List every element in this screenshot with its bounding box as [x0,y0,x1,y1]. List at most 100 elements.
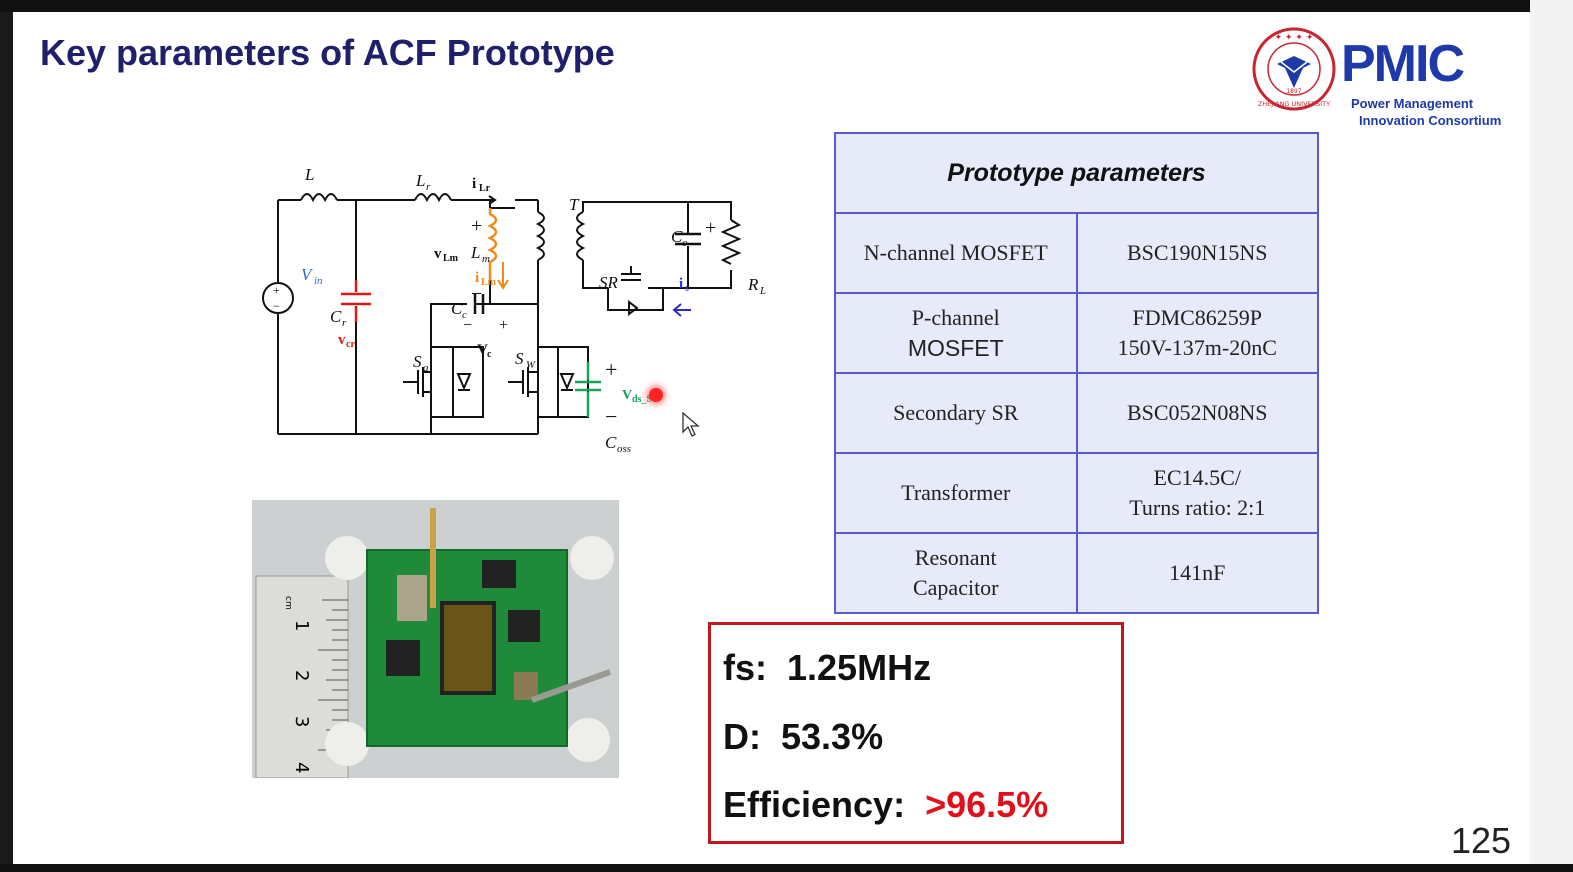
label-iLm: i [475,270,479,286]
label-Vc: V [477,342,488,358]
top-border [0,0,1573,12]
label-vlm-plus: + [471,215,482,237]
label-Cr: C [330,307,342,326]
table-row: Resonant Capacitor 141nF [834,532,1319,614]
spec-fs: fs: 1.25MHz [723,647,931,689]
label-Vc-sub: c [487,349,492,360]
label-Sa-sub: a [423,362,429,374]
vin-plus: + [273,283,280,297]
spec-eff-label: Efficiency: [723,784,906,825]
param-name: N-channel MOSFET [834,212,1078,294]
label-vcr: v [338,332,346,348]
table-header: Prototype parameters [834,132,1319,214]
spec-fs-label: fs: [723,647,767,688]
spec-eff-value: >96.5% [925,784,1049,825]
pcb-photo-image: 1 2 3 4 cm [252,500,619,778]
slide: Key parameters of ACF Prototype 1897 ZHE… [13,12,1530,864]
label-is-sub: s [685,283,689,294]
label-Vds-sub: ds_Sw [632,394,660,405]
param-value: EC14.5C/ Turns ratio: 2:1 [1075,452,1319,534]
spec-d-label: D: [723,716,761,757]
param-name: Secondary SR [834,372,1078,454]
param-name-line1: Resonant [914,545,997,570]
param-value-line2: 150V-137m-20nC [1117,335,1277,360]
label-RL-sub: L [759,285,766,297]
label-Cr-sub: r [342,317,347,329]
label-vlm-minus: − [471,283,482,305]
label-Sw: S [515,349,524,368]
label-Co: C [671,227,683,246]
param-name: Resonant Capacitor [834,532,1078,614]
label-Cc: C [451,299,463,318]
label-vcr-sub: cr [346,339,355,350]
pmic-wordmark: PMIC [1341,35,1465,93]
param-name: P-channel MOSFET [834,292,1078,374]
label-Lm-sub: m [482,253,490,265]
label-vds-minus: − [605,404,617,429]
label-Lr-sub: r [426,181,431,193]
ruler-mark-2: 2 [291,670,312,681]
param-value-line1: FDMC86259P [1132,305,1263,330]
label-vds-plus: + [605,357,617,382]
spec-efficiency: Efficiency: >96.5% [723,784,1048,826]
param-value-line1: EC14.5C/ [1153,465,1241,490]
label-Coss-sub: oss [617,443,631,455]
label-vc-minus: − [463,317,472,334]
label-iLm-sub: Lm [481,277,497,288]
param-name-line2: MOSFET [907,335,1004,361]
seal-year: 1897 [1286,88,1301,95]
param-value: 141nF [1075,532,1319,614]
param-name: Transformer [834,452,1078,534]
right-margin [1530,0,1573,872]
label-is: i [679,276,683,292]
ruler-unit: cm [283,596,293,610]
label-RL: R [747,275,759,294]
param-value-line2: Turns ratio: 2:1 [1129,495,1266,520]
prototype-photo: 1 2 3 4 cm [252,500,619,778]
label-Cc-sub: c [462,309,467,321]
param-name-line2: Capacitor [912,575,999,600]
logo-line1: Power Management [1351,96,1474,111]
table-row: Secondary SR BSC052N08NS [834,372,1319,454]
param-value: FDMC86259P 150V-137m-20nC [1075,292,1319,374]
param-value: BSC052N08NS [1075,372,1319,454]
university-seal-icon: 1897 ZHEJIANG UNIVERSITY ✦ ✦ ✦ ✦ [1252,27,1336,111]
table-row: Transformer EC14.5C/ Turns ratio: 2:1 [834,452,1319,534]
laser-pointer [649,388,663,402]
label-Co-sub: o [682,237,688,249]
label-vc-plus: + [499,317,508,334]
mouse-cursor-icon [682,412,700,437]
ruler-mark-1: 1 [291,620,312,631]
label-Sa: S [413,352,422,371]
key-specs-box: fs: 1.25MHz D: 53.3% Efficiency: >96.5% [708,622,1124,844]
label-Lr: L [415,171,425,190]
logo-line2: Innovation Consortium [1359,113,1502,128]
param-name-line1: P-channel [911,305,1000,330]
ruler-mark-3: 3 [291,716,312,727]
vin-minus: − [273,299,280,313]
slide-title: Key parameters of ACF Prototype [40,32,615,73]
label-co-plus: + [705,217,716,239]
spec-fs-value: 1.25MHz [787,647,932,688]
label-vLm-sub: Lm [443,253,459,264]
prototype-parameters-table: Prototype parameters N-channel MOSFET BS… [834,132,1319,614]
page-number: 125 [1451,820,1512,861]
label-Coss: C [605,433,617,452]
label-Vds: V [622,388,632,403]
label-iLr: i [472,176,476,192]
bottom-border [0,864,1573,872]
label-iLr-sub: Lr [479,183,491,194]
logo: 1897 ZHEJIANG UNIVERSITY ✦ ✦ ✦ ✦ PMIC Po… [1251,26,1511,128]
seal-name: ZHEJIANG UNIVERSITY [1258,100,1330,108]
label-SR: SR [599,273,619,292]
svg-text:✦ ✦ ✦ ✦: ✦ ✦ ✦ ✦ [1275,33,1314,43]
ruler-mark-4: 4 [291,762,312,773]
label-vLm: v [434,246,442,262]
param-value: BSC190N15NS [1075,212,1319,294]
spec-d-value: 53.3% [781,716,884,757]
label-Lm: L [470,243,480,262]
table-row: N-channel MOSFET BSC190N15NS [834,212,1319,294]
label-L: L [304,165,314,184]
acf-circuit-diagram: + − L L r i [262,165,766,455]
spec-duty: D: 53.3% [723,716,883,758]
